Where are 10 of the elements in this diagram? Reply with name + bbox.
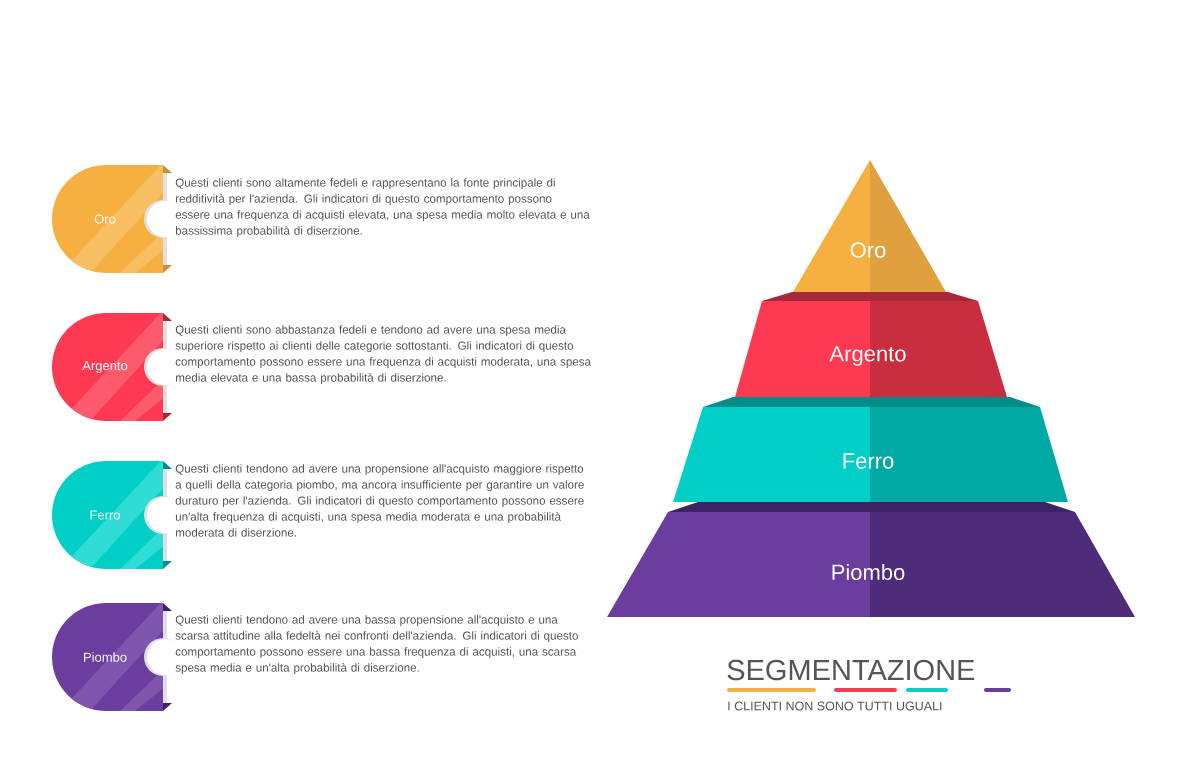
pyramid-layer: Argento: [735, 292, 1007, 397]
pyramid-layer: Piombo: [607, 502, 1135, 617]
description: Questi clienti tendono ad avere una bassa propensione all'acquisto e una scarsa attitudine alla fedeltà nei confronti dell'azienda. Gli indicatori di questo comportamento possono essere una bassa frequenza di acquisti, una scarsa spesa media e un'alta probabilità di diserzione.: [175, 615, 578, 674]
description: Questi clienti tendono ad avere una propensione all'acquisto maggiore rispetto a quelli della categoria piombo, ma ancora insufficiente per garantire un valore duraturo per l'azienda. Gli indicatori di questo comportamento possono essere un'alta frequenza di acquisti, una spesa media moderata e una probabilità moderata di diserzione.: [175, 464, 584, 537]
pyramid-layer: Oro: [793, 160, 946, 292]
description: Questi clienti sono abbastanza fedeli e tendono ad avere una spesa media superiore rispetto ai clienti delle categorie sottostanti. Gli indicatori di questo comportamento possono essere una frequenza di acquisti moderata, una spesa media elevata e una bassa probabilità di diserzione.: [175, 325, 592, 384]
pyramid-layer: Ferro: [673, 397, 1068, 502]
title: SEGMENTAZIONE: [727, 659, 975, 681]
description: Questi clienti sono altamente fedeli e rappresentano la fonte principale di redditività per l'azienda. Gli indicatori di questo comportamento possono essere una frequenza di acquisti elevata, una spesa media molto elevata e una bassissima probabilità di diserzione.: [175, 178, 590, 237]
subtitle: I CLIENTI NON SONO TUTTI UGUALI: [728, 701, 942, 711]
